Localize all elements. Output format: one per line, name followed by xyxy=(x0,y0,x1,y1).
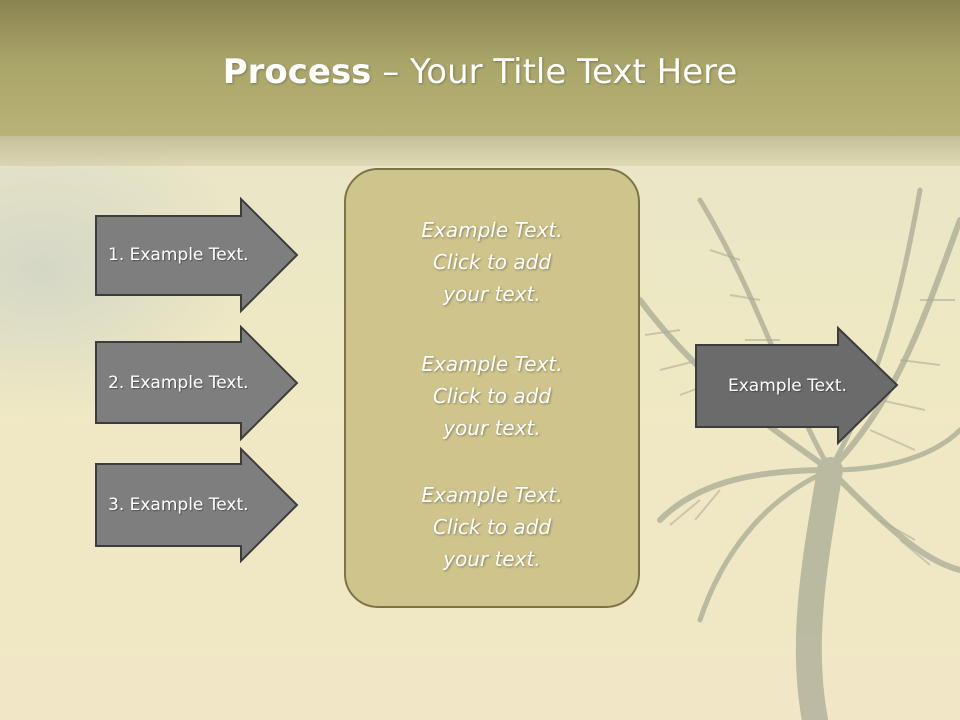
output-label: Example Text. xyxy=(728,375,847,396)
center-block-2-line-2: Click to add xyxy=(432,384,552,408)
center-block-3: Example Text. Click to add your text. xyxy=(346,479,638,575)
step-arrow-1[interactable]: 1. Example Text. xyxy=(95,196,299,314)
step-label-1: 1. Example Text. xyxy=(108,245,249,265)
center-block-1-line-2: Click to add xyxy=(432,250,552,274)
center-block-2-line-3: your text. xyxy=(443,416,541,440)
center-block-2-line-1: Example Text. xyxy=(421,352,563,376)
title-rest: – Your Title Text Here xyxy=(371,52,738,92)
center-text-box[interactable]: Example Text. Click to add your text. Ex… xyxy=(344,168,640,608)
step-label-3: 3. Example Text. xyxy=(108,495,249,515)
arrow-shape xyxy=(95,324,299,442)
center-block-3-line-1: Example Text. xyxy=(421,483,563,507)
arrow-shape xyxy=(95,446,299,564)
title-bar xyxy=(0,0,960,136)
title-bold: Process xyxy=(222,52,372,92)
center-block-1-line-3: your text. xyxy=(443,282,541,306)
center-block-1: Example Text. Click to add your text. xyxy=(346,214,638,310)
center-block-1-line-1: Example Text. xyxy=(421,218,563,242)
step-arrow-3[interactable]: 3. Example Text. xyxy=(95,446,299,564)
arrow-shape xyxy=(695,325,899,446)
output-arrow[interactable]: Example Text. xyxy=(695,325,899,446)
center-block-3-line-3: your text. xyxy=(443,547,541,571)
step-arrow-2[interactable]: 2. Example Text. xyxy=(95,324,299,442)
arrow-shape xyxy=(95,196,299,314)
center-block-3-line-2: Click to add xyxy=(432,515,552,539)
slide-title[interactable]: Process – Your Title Text Here xyxy=(0,52,960,92)
step-label-2: 2. Example Text. xyxy=(108,373,249,393)
title-bar-shadow xyxy=(0,136,960,166)
center-block-2: Example Text. Click to add your text. xyxy=(346,348,638,444)
